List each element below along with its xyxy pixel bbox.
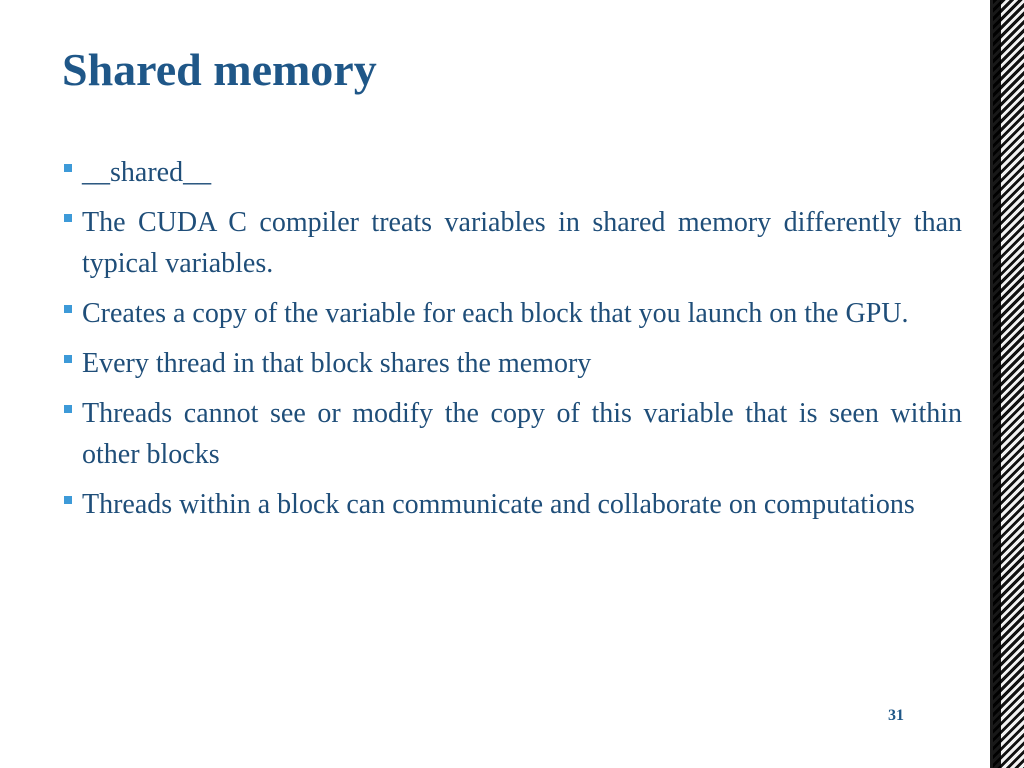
page-number: 31 <box>888 707 904 724</box>
slide-title: Shared memory <box>62 44 377 95</box>
bullet-item: Every thread in that block shares the me… <box>62 343 962 384</box>
square-bullet-icon <box>62 293 82 334</box>
bullet-text: The CUDA C compiler treats variables in … <box>82 207 962 279</box>
decorative-border <box>990 0 1024 768</box>
bullet-text: Threads within a block can communicate a… <box>82 489 915 520</box>
bullet-text: __shared__ <box>82 157 212 188</box>
bullet-item: Threads cannot see or modify the copy of… <box>62 393 962 475</box>
bullet-item: The CUDA C compiler treats variables in … <box>62 202 962 284</box>
bullet-item: Creates a copy of the variable for each … <box>62 293 962 334</box>
square-bullet-icon <box>62 152 82 193</box>
bullet-list: __shared__ The CUDA C compiler treats va… <box>62 152 962 534</box>
square-bullet-icon <box>62 484 82 525</box>
square-bullet-icon <box>62 393 82 434</box>
square-bullet-icon <box>62 202 82 243</box>
bullet-text: Threads cannot see or modify the copy of… <box>82 398 962 470</box>
bullet-text: Every thread in that block shares the me… <box>82 348 592 379</box>
square-bullet-icon <box>62 343 82 384</box>
bullet-text: Creates a copy of the variable for each … <box>82 298 909 329</box>
bullet-item: Threads within a block can communicate a… <box>62 484 962 525</box>
bullet-item: __shared__ <box>62 152 962 193</box>
